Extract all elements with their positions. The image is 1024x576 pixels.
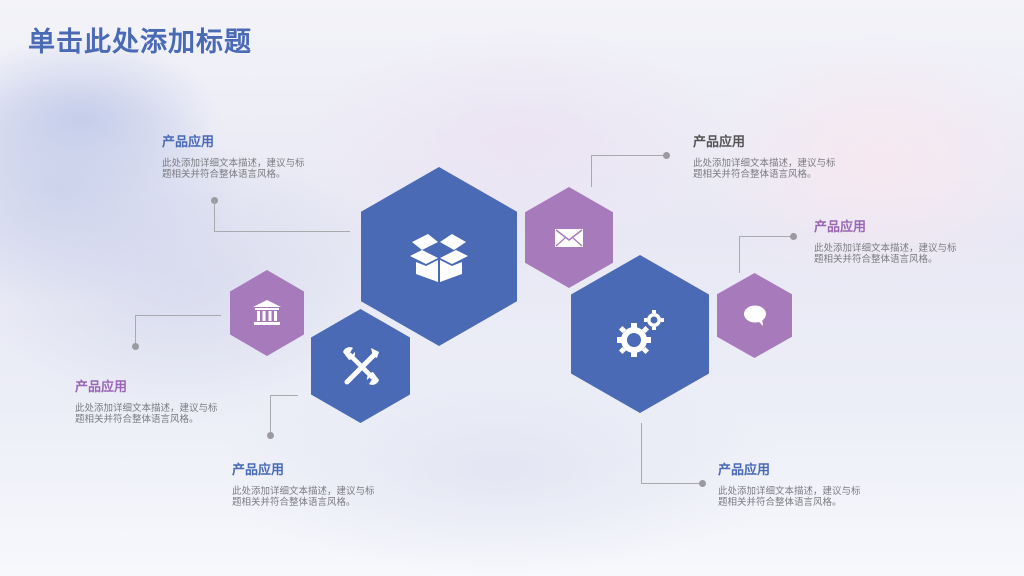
block-heading[interactable]: 产品应用 bbox=[814, 220, 867, 235]
gears-icon bbox=[617, 310, 664, 357]
text-block-top-left: 产品应用 此处添加详细文本描述，建议与标题相关并符合整体语言风格。 bbox=[162, 131, 312, 180]
hex-speech bbox=[717, 273, 792, 358]
bank-icon bbox=[253, 300, 281, 325]
text-block-bottom-left: 产品应用 此处添加详细文本描述，建议与标题相关并符合整体语言风格。 bbox=[232, 459, 382, 508]
hex-bank bbox=[230, 270, 304, 356]
hex-tools bbox=[311, 309, 410, 423]
block-description[interactable]: 此处添加详细文本描述，建议与标题相关并符合整体语言风格。 bbox=[693, 158, 836, 180]
text-block-mid-right: 产品应用 此处添加详细文本描述，建议与标题相关并符合整体语言风格。 bbox=[814, 216, 964, 265]
tools-icon bbox=[342, 347, 379, 385]
hex-gears bbox=[571, 255, 709, 413]
open-box-icon bbox=[410, 233, 468, 282]
block-description[interactable]: 此处添加详细文本描述，建议与标题相关并符合整体语言风格。 bbox=[232, 486, 375, 508]
hex-box bbox=[361, 167, 517, 346]
hex-envelope bbox=[525, 187, 613, 288]
block-description[interactable]: 此处添加详细文本描述，建议与标题相关并符合整体语言风格。 bbox=[718, 486, 861, 508]
text-block-bottom-right: 产品应用 此处添加详细文本描述，建议与标题相关并符合整体语言风格。 bbox=[718, 459, 868, 508]
block-description[interactable]: 此处添加详细文本描述，建议与标题相关并符合整体语言风格。 bbox=[814, 243, 957, 265]
text-block-mid-left: 产品应用 此处添加详细文本描述，建议与标题相关并符合整体语言风格。 bbox=[75, 376, 225, 425]
envelope-icon bbox=[555, 228, 583, 247]
block-heading[interactable]: 产品应用 bbox=[718, 463, 771, 478]
slide-title[interactable]: 单击此处添加标题 bbox=[28, 27, 252, 58]
block-heading[interactable]: 产品应用 bbox=[693, 135, 746, 150]
block-heading[interactable]: 产品应用 bbox=[75, 380, 128, 395]
speech-bubble-icon bbox=[743, 305, 766, 326]
text-block-top-right: 产品应用 此处添加详细文本描述，建议与标题相关并符合整体语言风格。 bbox=[693, 131, 843, 180]
block-heading[interactable]: 产品应用 bbox=[232, 463, 285, 478]
block-heading[interactable]: 产品应用 bbox=[162, 135, 215, 150]
block-description[interactable]: 此处添加详细文本描述，建议与标题相关并符合整体语言风格。 bbox=[75, 403, 218, 425]
block-description[interactable]: 此处添加详细文本描述，建议与标题相关并符合整体语言风格。 bbox=[162, 158, 305, 180]
